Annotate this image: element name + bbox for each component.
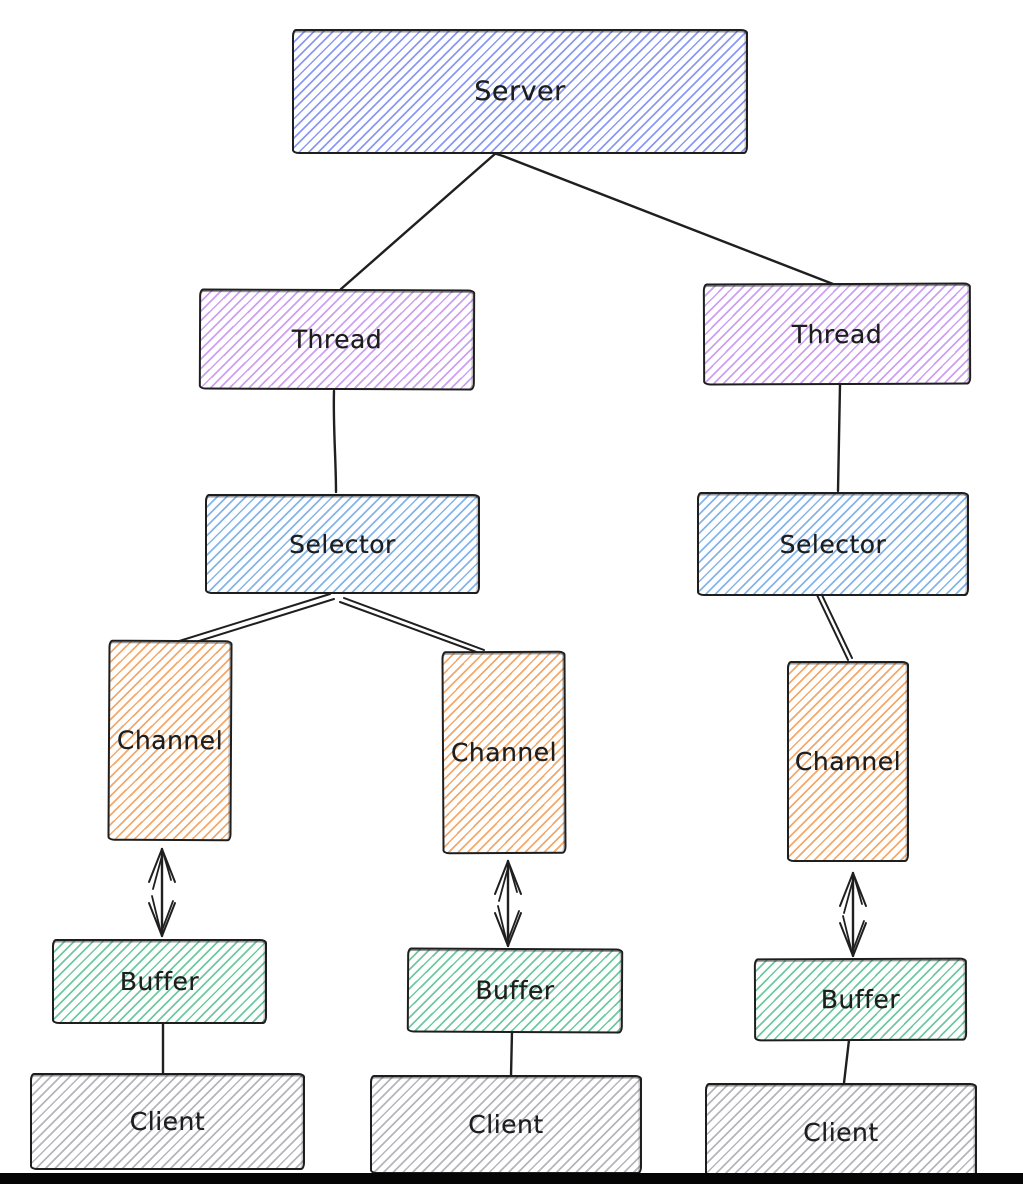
node-client-middle-label: Client — [468, 1110, 544, 1139]
node-channel-left-label: Channel — [116, 725, 224, 756]
node-client-middle[interactable]: Client — [370, 1075, 642, 1174]
edge-thread-left-selector-left[interactable] — [332, 389, 338, 494]
node-channel-middle[interactable]: Channel — [441, 650, 567, 855]
node-thread-left-label: Thread — [291, 324, 383, 355]
node-selector-right[interactable]: Selector — [697, 492, 969, 596]
node-channel-right-label: Channel — [794, 747, 902, 776]
edge-selector-left-channel-left[interactable] — [175, 593, 335, 647]
edge-server-thread-left[interactable] — [339, 151, 498, 291]
node-buffer-middle[interactable]: Buffer — [406, 947, 624, 1034]
node-thread-right[interactable]: Thread — [702, 282, 972, 386]
node-client-right[interactable]: Client — [705, 1083, 977, 1182]
node-selector-left-label: Selector — [289, 529, 396, 559]
node-selector-right-label: Selector — [779, 529, 887, 559]
node-channel-right[interactable]: Channel — [787, 661, 909, 862]
edge-channel-middle-buffer-middle-arrow[interactable] — [494, 859, 522, 948]
node-server-label: Server — [474, 76, 566, 107]
node-buffer-left-label: Buffer — [119, 967, 200, 996]
edge-channel-left-buffer-left-arrow[interactable] — [148, 847, 176, 938]
node-client-right-label: Client — [803, 1118, 879, 1147]
node-buffer-left[interactable]: Buffer — [52, 939, 267, 1024]
bottom-black-bar — [0, 1173, 1023, 1184]
node-client-left-label: Client — [129, 1107, 206, 1136]
node-channel-middle-label: Channel — [450, 737, 558, 768]
edge-server-thread-right[interactable] — [485, 149, 835, 286]
node-buffer-right-label: Buffer — [820, 984, 901, 1015]
edge-buffer-middle-client-middle[interactable] — [509, 1029, 514, 1078]
node-client-left[interactable]: Client — [30, 1073, 305, 1170]
node-channel-left[interactable]: Channel — [107, 639, 233, 842]
node-thread-right-label: Thread — [791, 319, 883, 349]
node-thread-left[interactable]: Thread — [198, 288, 476, 391]
edge-selector-right-channel-right[interactable] — [816, 592, 853, 661]
edge-selector-left-channel-middle[interactable] — [339, 597, 485, 654]
node-buffer-middle-label: Buffer — [475, 975, 555, 1006]
edge-thread-right-selector-right[interactable] — [836, 383, 842, 493]
edge-buffer-right-client-right[interactable] — [842, 1038, 851, 1085]
edge-channel-right-buffer-right-arrow[interactable] — [839, 871, 867, 958]
node-selector-left[interactable]: Selector — [205, 494, 480, 594]
node-server[interactable]: Server — [292, 29, 748, 154]
node-buffer-right[interactable]: Buffer — [753, 957, 968, 1042]
